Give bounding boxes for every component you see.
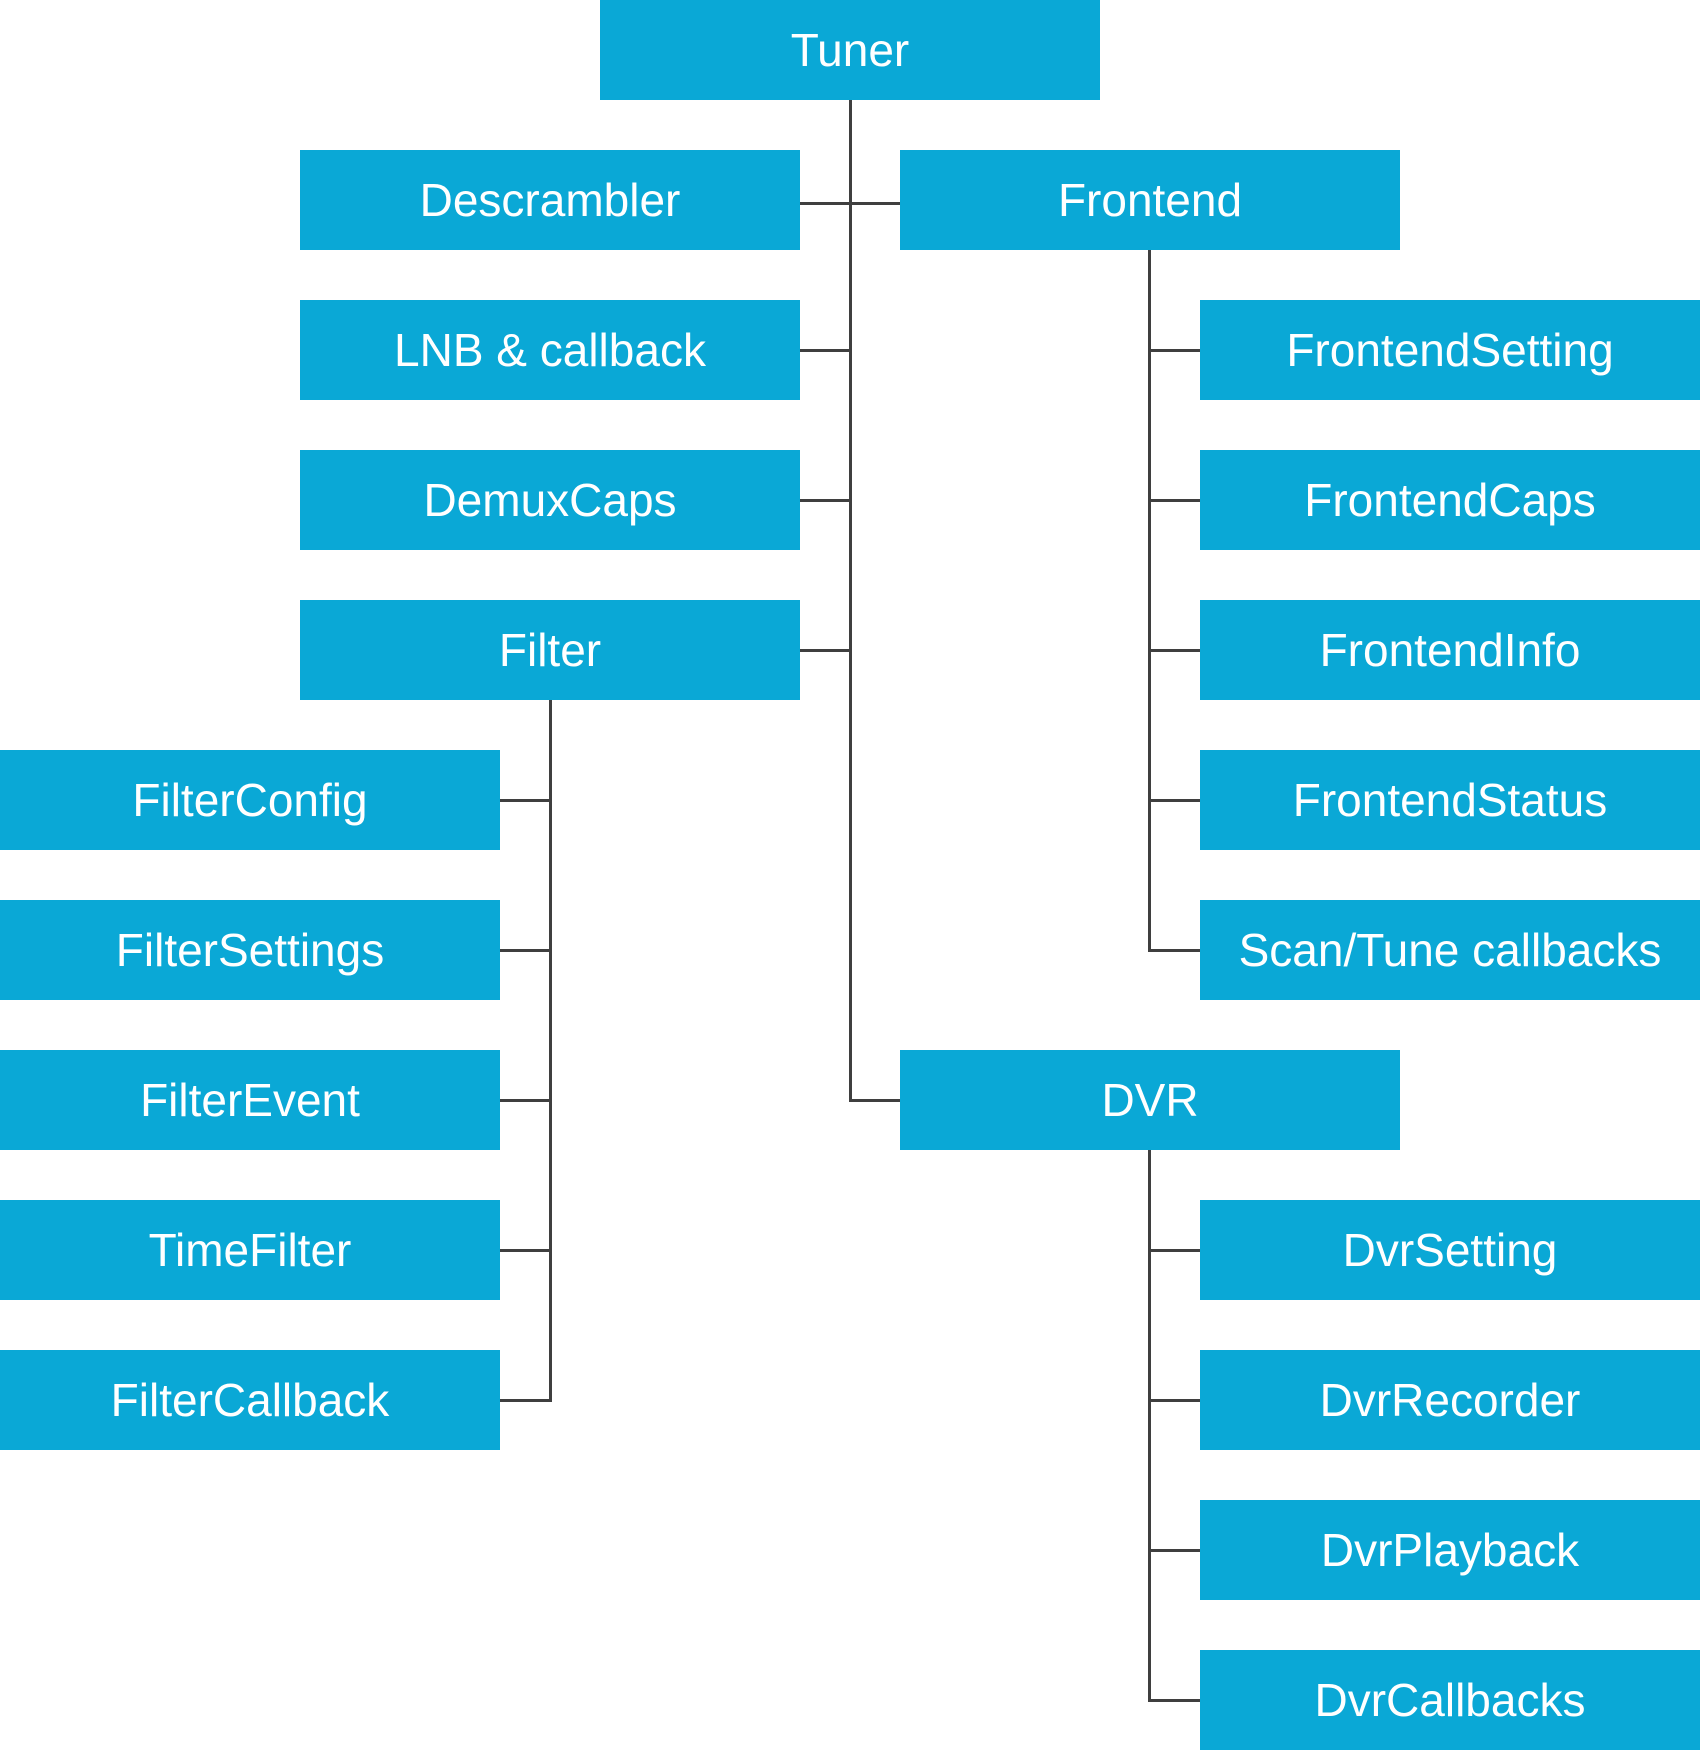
node-filter: Filter (300, 600, 800, 700)
node-dvrrecorder: DvrRecorder (1200, 1350, 1700, 1450)
connector-filterevent (500, 1099, 551, 1102)
connector-dvrrecorder (1148, 1399, 1200, 1402)
connector-dvrsetting (1148, 1249, 1200, 1252)
node-frontendinfo: FrontendInfo (1200, 600, 1700, 700)
connector-frontend-trunk (1148, 250, 1151, 952)
node-tuner: Tuner (600, 0, 1100, 100)
node-filtercallback: FilterCallback (0, 1350, 500, 1450)
connector-demuxcaps (800, 499, 851, 502)
node-scan-tune-callbacks: Scan/Tune callbacks (1200, 900, 1700, 1000)
connector-filter (800, 649, 851, 652)
connector-dvr-trunk (1148, 1150, 1151, 1702)
connector-dvrplayback (1148, 1549, 1200, 1552)
connector-filter-trunk (549, 700, 552, 1402)
connector-lnb (800, 349, 851, 352)
node-timefilter: TimeFilter (0, 1200, 500, 1300)
connector-filterconfig (500, 799, 551, 802)
connector-frontendsetting (1148, 349, 1200, 352)
node-dvrcallbacks: DvrCallbacks (1200, 1650, 1700, 1750)
node-frontendsetting: FrontendSetting (1200, 300, 1700, 400)
connector-filtercallback (500, 1399, 551, 1402)
connector-descrambler-frontend (800, 202, 900, 205)
connector-dvr (849, 1099, 900, 1102)
node-frontendstatus: FrontendStatus (1200, 750, 1700, 850)
connector-frontendinfo (1148, 649, 1200, 652)
connector-tuner-trunk (849, 100, 852, 1102)
connector-frontendstatus (1148, 799, 1200, 802)
node-filtersettings: FilterSettings (0, 900, 500, 1000)
connector-dvrcallbacks (1148, 1699, 1200, 1702)
node-filterevent: FilterEvent (0, 1050, 500, 1150)
node-dvrsetting: DvrSetting (1200, 1200, 1700, 1300)
connector-scantune (1148, 949, 1200, 952)
node-lnb-callback: LNB & callback (300, 300, 800, 400)
node-dvr: DVR (900, 1050, 1400, 1150)
node-frontendcaps: FrontendCaps (1200, 450, 1700, 550)
node-dvrplayback: DvrPlayback (1200, 1500, 1700, 1600)
connector-timefilter (500, 1249, 551, 1252)
connector-frontendcaps (1148, 499, 1200, 502)
node-demuxcaps: DemuxCaps (300, 450, 800, 550)
node-filterconfig: FilterConfig (0, 750, 500, 850)
node-descrambler: Descrambler (300, 150, 800, 250)
connector-filtersettings (500, 949, 551, 952)
node-frontend: Frontend (900, 150, 1400, 250)
